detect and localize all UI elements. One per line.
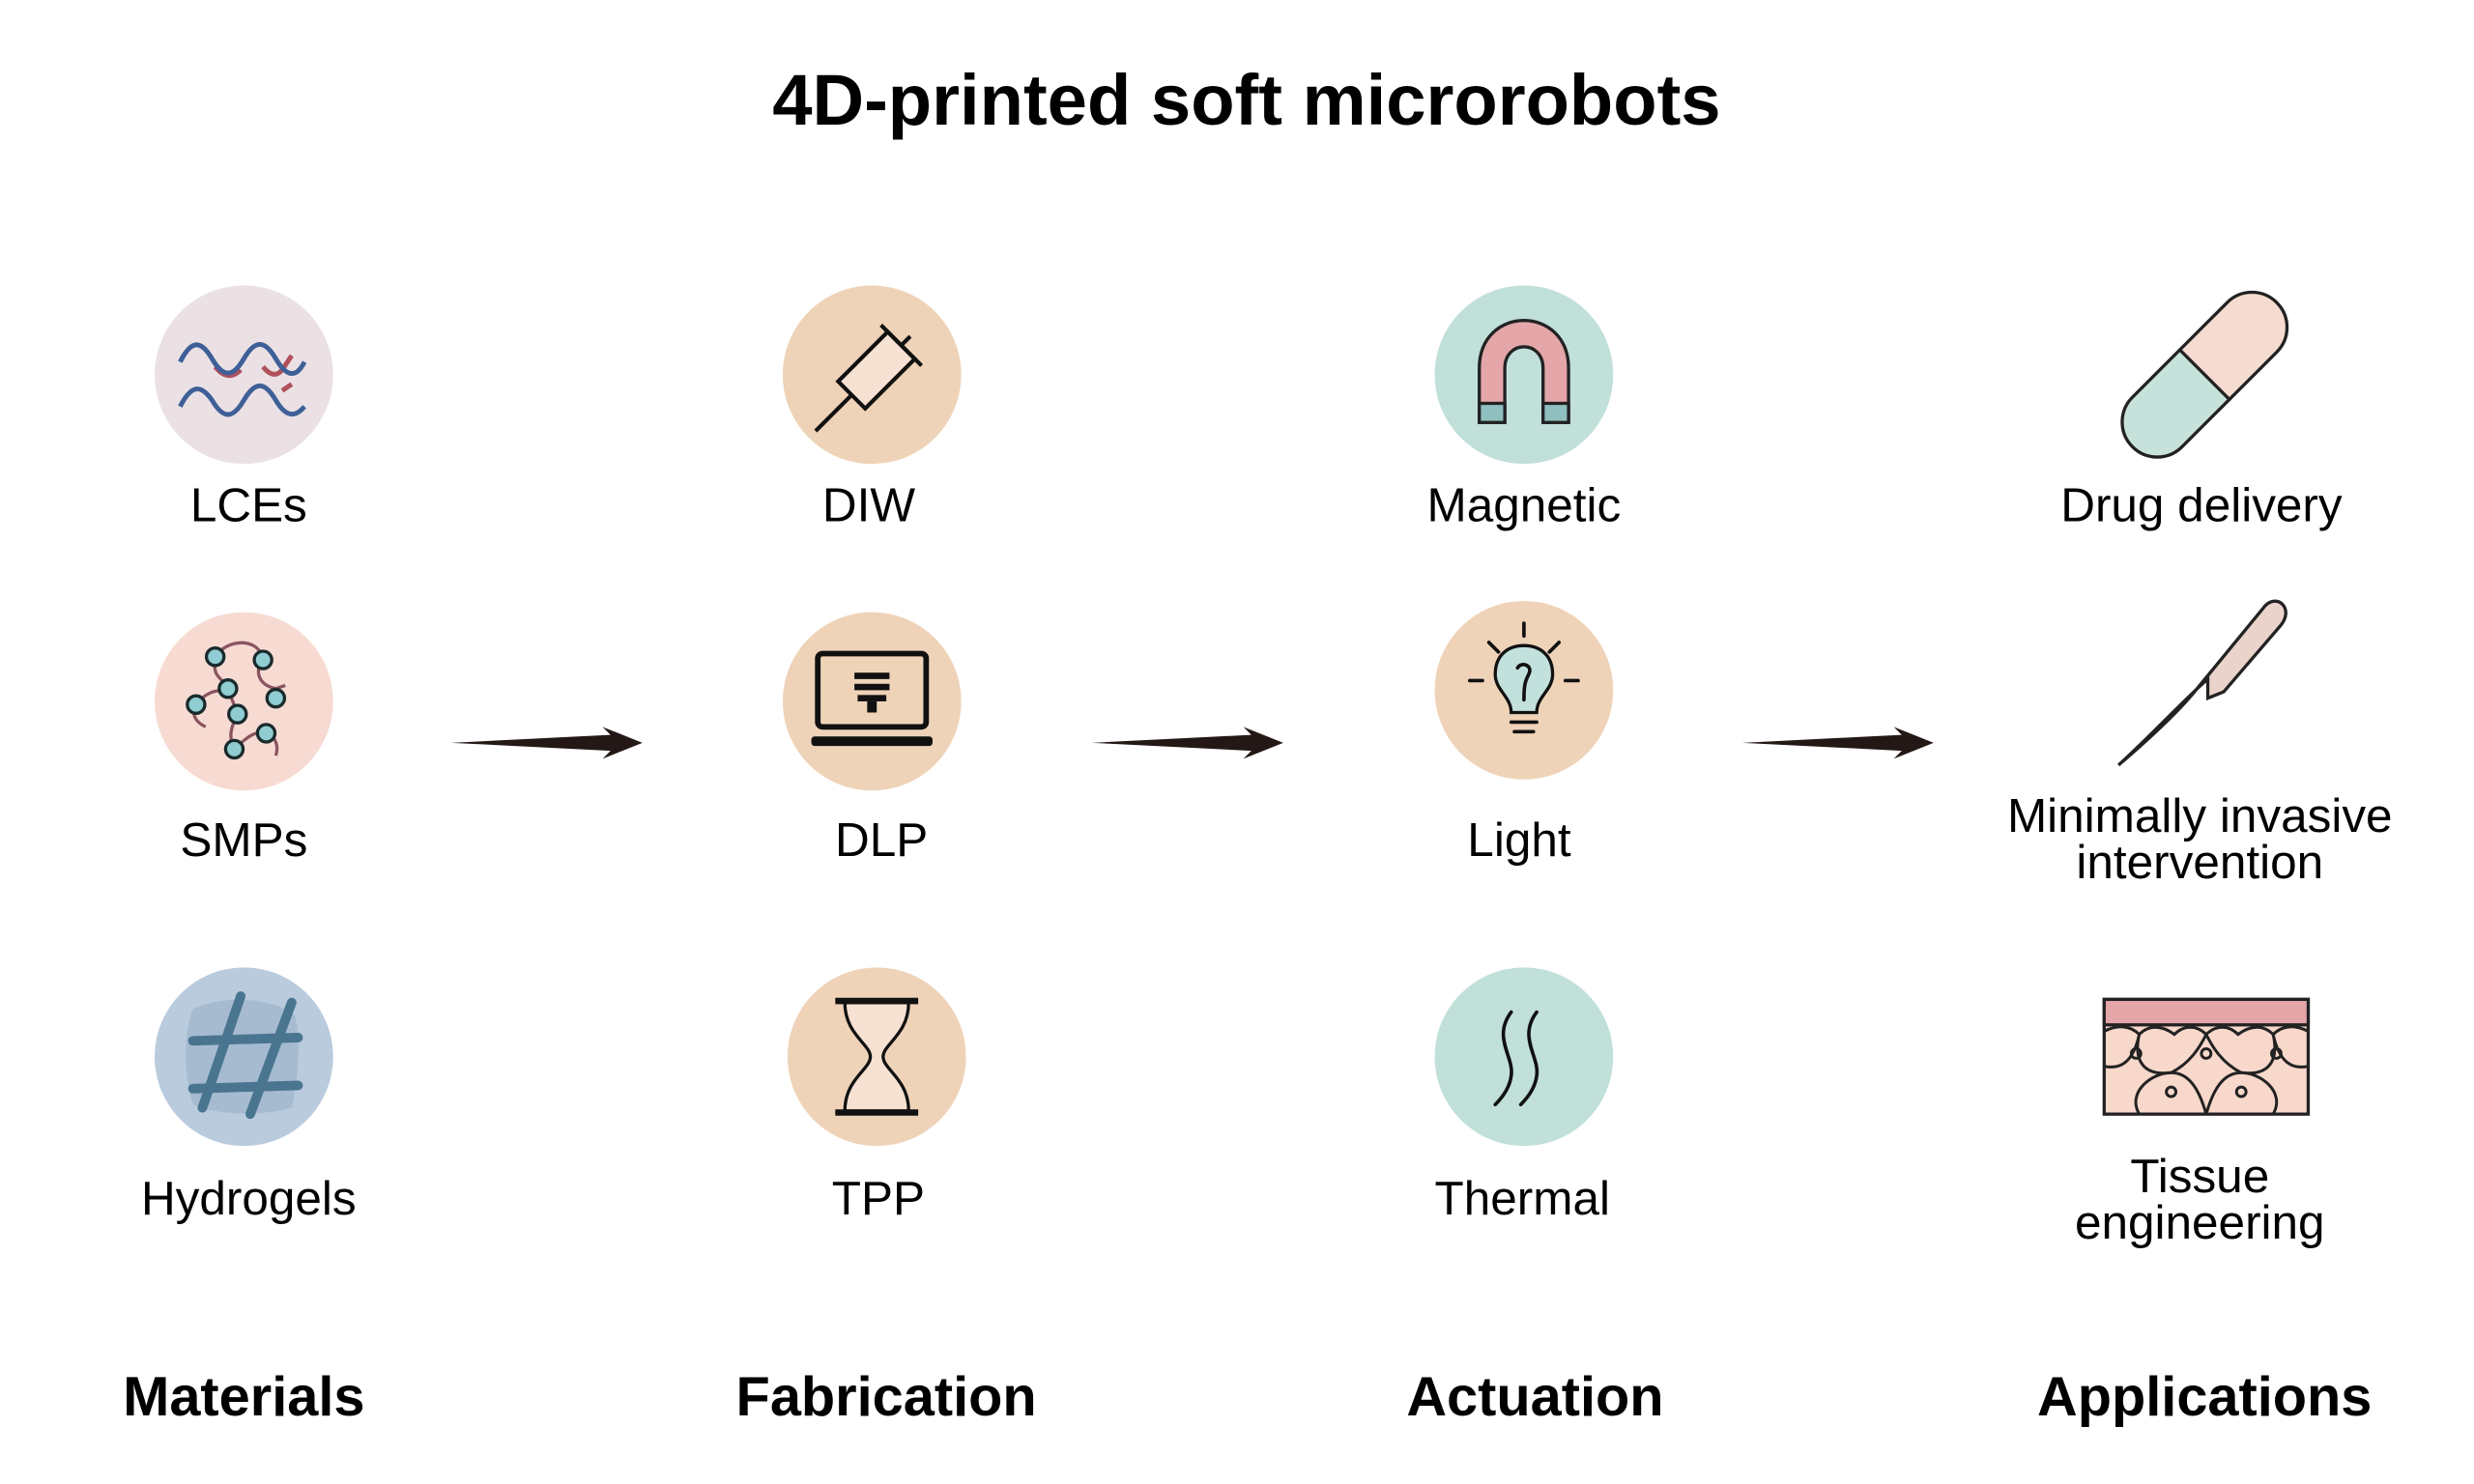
hourglass-icon (787, 967, 966, 1147)
column-applications: Drug delivery Minimally invasive interve… (2007, 290, 2393, 1428)
item-label-smps: SMPs (180, 813, 307, 867)
column-materials: LCEs SMPs (123, 285, 364, 1428)
liquid-crystal-chains-icon (155, 285, 333, 465)
magnet-icon (1434, 285, 1614, 465)
syringe-icon (782, 285, 962, 465)
item-label-minimally-invasive-line1: Minimally invasive (2007, 789, 2393, 842)
arrow-fabrication-to-actuation (1091, 727, 1283, 759)
item-label-hydrogels: Hydrogels (141, 1172, 357, 1225)
item-label-lces: LCEs (190, 479, 307, 532)
item-label-light: Light (1467, 813, 1571, 867)
item-label-tpp: TPP (832, 1172, 925, 1225)
column-actuation: Magnetic Light Thermal Actuation (1406, 285, 1664, 1428)
flow-arrows (450, 727, 1934, 759)
item-label-diw: DIW (822, 479, 915, 532)
arrow-actuation-to-applications (1741, 727, 1934, 759)
capsule-icon (2120, 290, 2289, 459)
item-label-minimally-invasive-line2: intervention (2076, 836, 2323, 889)
column-header-applications: Applications (2037, 1366, 2372, 1428)
column-header-actuation: Actuation (1406, 1366, 1663, 1428)
column-header-materials: Materials (123, 1366, 364, 1428)
polymer-network-icon (155, 612, 333, 791)
column-header-fabrication: Fabrication (736, 1366, 1037, 1428)
heat-waves-icon (1434, 967, 1614, 1147)
scalpel-icon (2117, 599, 2287, 767)
column-fabrication: DIW DLP TPP Fabrication (736, 285, 1037, 1428)
item-label-tissue-line1: Tissue (2130, 1150, 2269, 1203)
diagram-title: 4D-printed soft microrobots (772, 60, 1720, 140)
item-label-thermal: Thermal (1435, 1172, 1610, 1225)
arrow-materials-to-fabrication (450, 727, 643, 759)
light-bulb-icon (1434, 601, 1614, 780)
item-label-magnetic: Magnetic (1427, 479, 1622, 532)
item-label-tissue-line2: engineering (2075, 1196, 2325, 1249)
item-label-drug-delivery: Drug delivery (2060, 479, 2343, 532)
hydrogel-mesh-icon (155, 967, 333, 1147)
tissue-cells-icon (2102, 997, 2311, 1116)
item-label-dlp: DLP (835, 813, 928, 867)
laptop-projector-icon (782, 612, 962, 791)
